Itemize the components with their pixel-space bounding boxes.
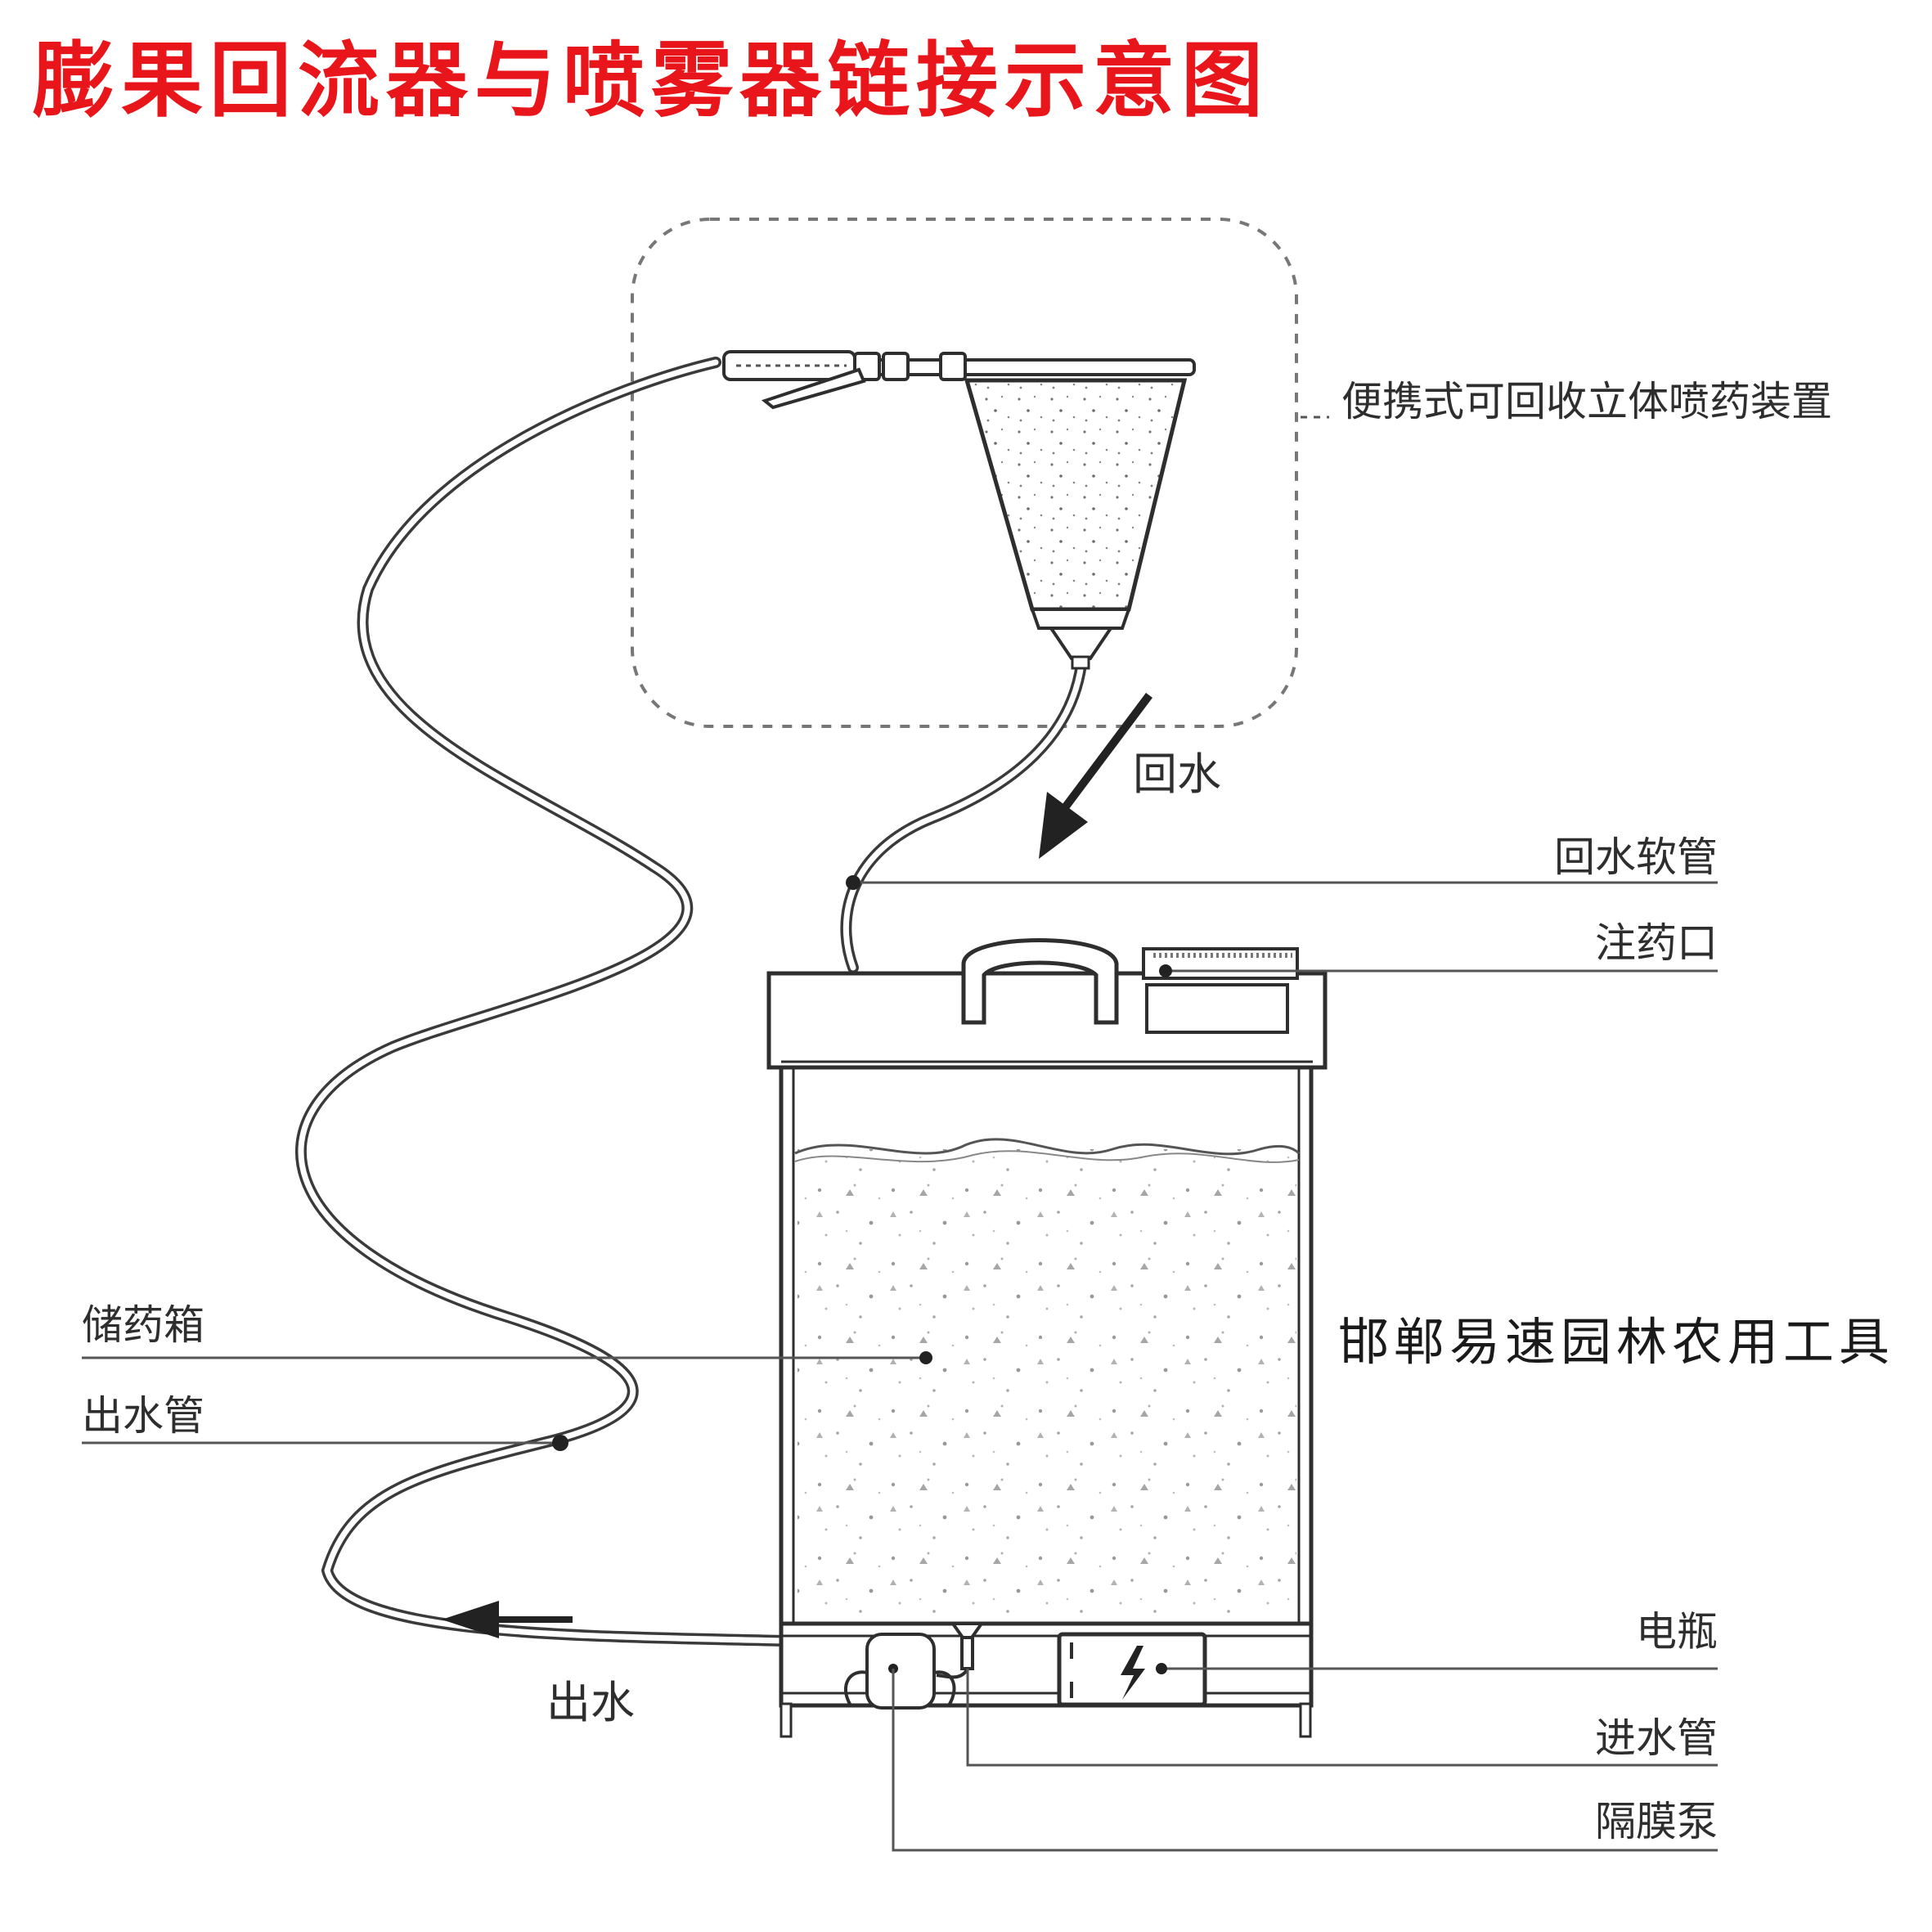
- return-flow-arrow: [1039, 693, 1152, 859]
- collection-funnel: [964, 378, 1188, 670]
- return-hose: [840, 658, 1087, 973]
- label-outflow: 出水: [546, 1677, 635, 1728]
- label-battery: 电瓶: [1636, 1608, 1718, 1656]
- watermark: 邯郸易速园林农用工具: [1338, 1312, 1895, 1372]
- label-outlet-pipe: 出水管: [82, 1392, 204, 1440]
- inlet-pipe-fitting: [936, 1622, 985, 1679]
- spray-lance: [722, 350, 1196, 410]
- leader-lines: [82, 416, 1718, 1852]
- label-tank: 储药箱: [82, 1301, 204, 1349]
- fill-port-window: [1145, 983, 1289, 1034]
- diagram-title: 膨果回流器与喷雾器链接示意图: [33, 32, 1269, 128]
- device-dashed-boundary: [631, 218, 1298, 728]
- diaphragm-pump: [844, 1633, 956, 1710]
- tank: [766, 938, 1328, 1738]
- label-inlet-pipe: 进水管: [1595, 1714, 1718, 1762]
- label-return-hose: 回水软管: [1554, 833, 1718, 881]
- lightning-bolt-icon: [1121, 1646, 1145, 1700]
- label-fill-port: 注药口: [1595, 919, 1718, 967]
- tank-handle: [961, 938, 1119, 1025]
- outlet-hose: [295, 357, 881, 1683]
- leader-dots: [552, 875, 1172, 1674]
- label-device: 便携式可回收立体喷药装置: [1341, 378, 1832, 425]
- label-pump: 隔膜泵: [1595, 1798, 1718, 1845]
- label-return-flow: 回水: [1133, 748, 1221, 800]
- outflow-arrow: [442, 1601, 573, 1638]
